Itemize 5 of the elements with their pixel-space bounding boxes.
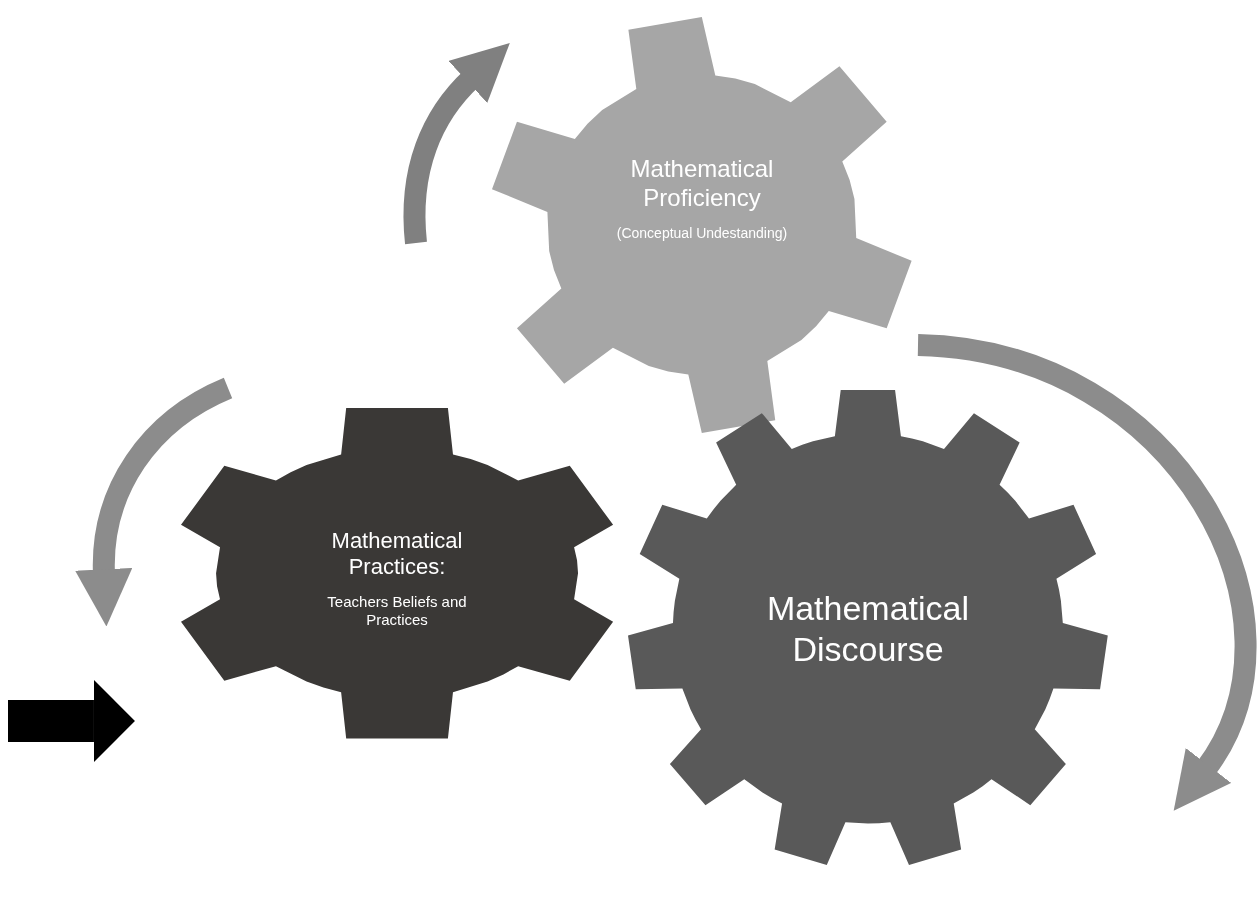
gear-title: Mathematical Proficiency [629, 155, 775, 213]
gear-subtitle: (Conceptual Undestanding) [616, 224, 788, 242]
gear-subtitle: Teachers Beliefs and Practices [326, 592, 468, 629]
gear-title: Mathematical Discourse [765, 588, 971, 670]
gear-title: Mathematical Practices: [330, 528, 464, 581]
